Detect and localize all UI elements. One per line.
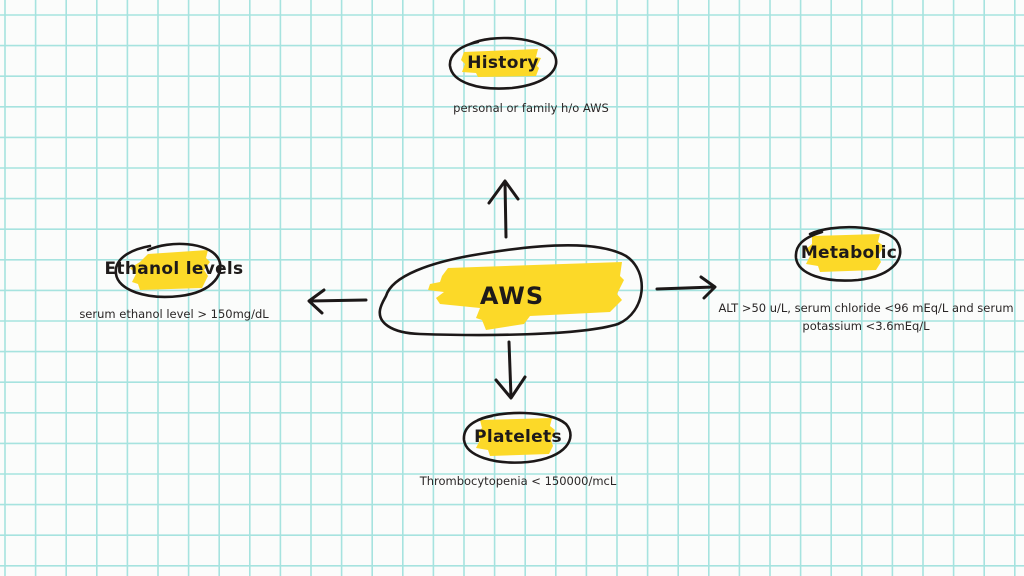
node-circle — [114, 242, 222, 299]
node-title: Metabolic — [801, 243, 897, 263]
center-blob-outline — [378, 243, 643, 337]
center-node-aws[interactable]: AWS — [378, 243, 643, 337]
highlight-stroke — [461, 49, 541, 77]
arrow-left — [307, 288, 368, 315]
center-title: AWS — [480, 282, 544, 310]
node-circle — [462, 411, 572, 464]
arrow-right — [655, 275, 717, 300]
node-history[interactable]: History personal or family h/o AWS — [448, 36, 609, 115]
node-metabolic[interactable]: Metabolic ALT >50 u/L, serum chloride <9… — [718, 225, 1014, 333]
node-description: personal or family h/o AWS — [453, 101, 609, 115]
node-circle — [448, 36, 558, 90]
node-ethanol-levels[interactable]: Ethanol levels serum ethanol level > 150… — [79, 242, 269, 321]
node-description-line-2: potassium <3.6mEq/L — [802, 319, 930, 333]
node-title: Platelets — [474, 427, 562, 447]
highlight-stroke — [805, 234, 884, 272]
node-description: ALT >50 u/L, serum chloride <96 mEq/L an… — [718, 301, 1013, 315]
node-platelets[interactable]: Platelets Thrombocytopenia < 150000/mcL — [419, 411, 617, 488]
node-title: History — [467, 53, 539, 73]
highlight-stroke — [428, 262, 624, 330]
arrow-up — [487, 179, 520, 239]
node-description: serum ethanol level > 150mg/dL — [79, 307, 269, 321]
node-description: Thrombocytopenia < 150000/mcL — [419, 474, 617, 488]
node-title: Ethanol levels — [105, 259, 244, 279]
arrow-down — [494, 340, 527, 400]
highlight-stroke — [130, 250, 210, 290]
highlight-stroke — [476, 418, 555, 456]
node-circle — [794, 225, 902, 282]
